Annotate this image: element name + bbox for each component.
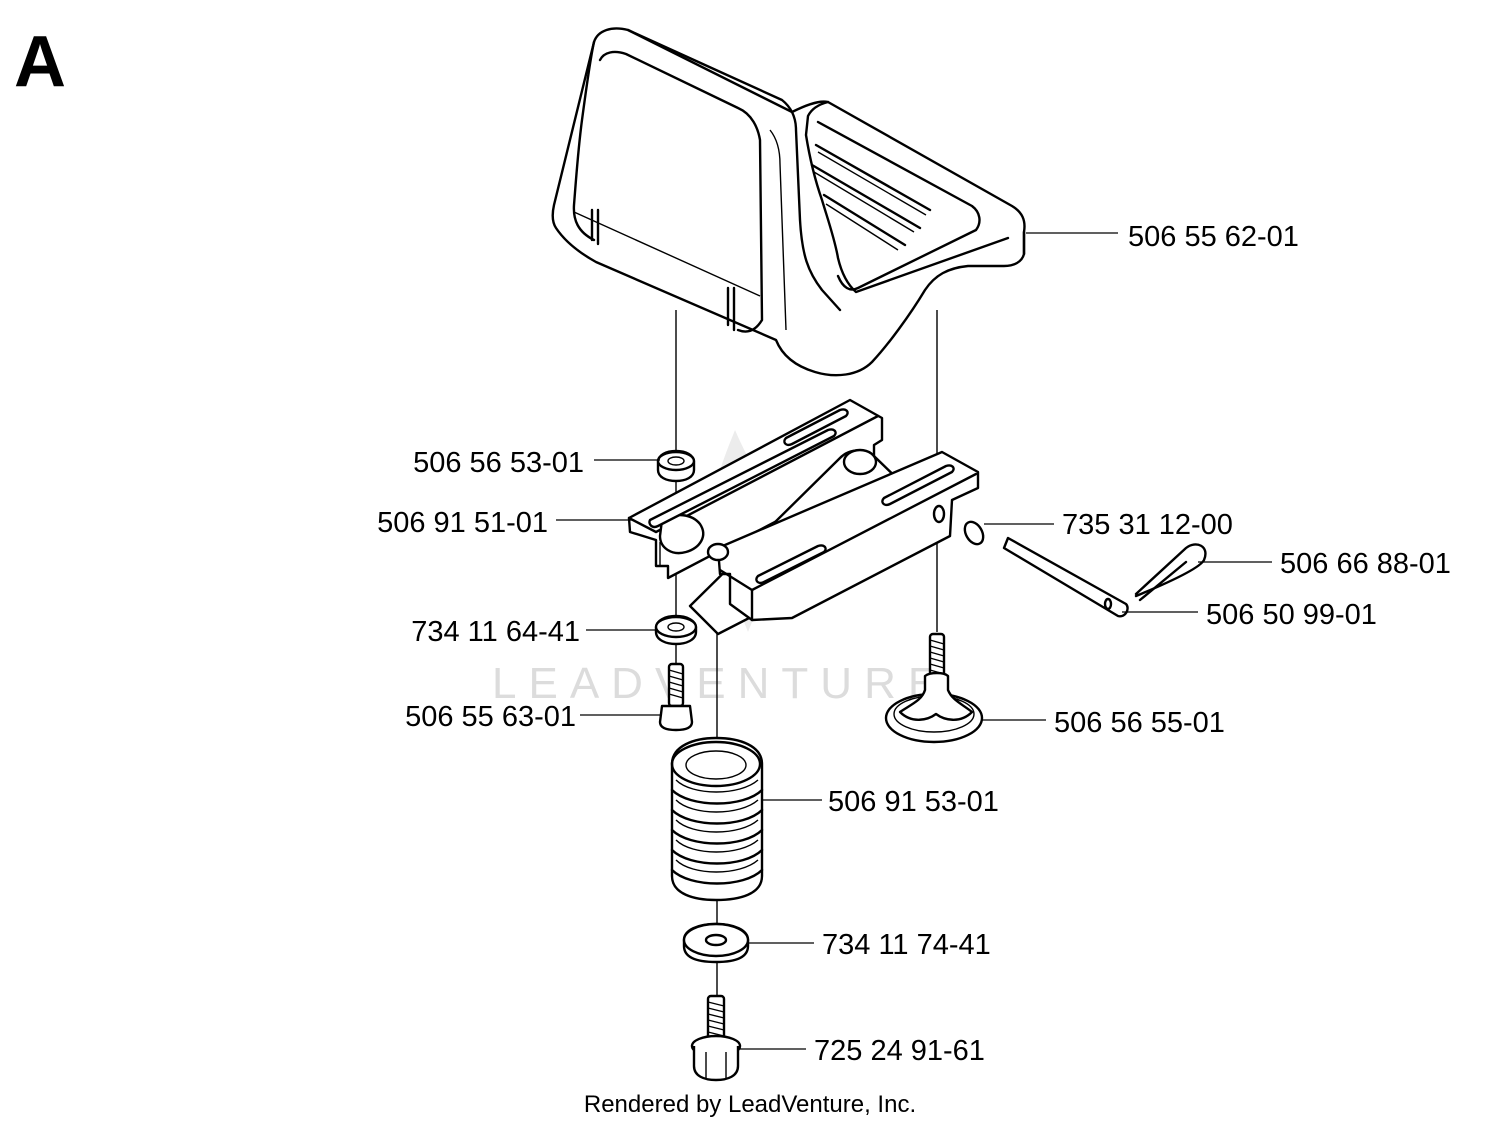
flange-bolt-drawing — [690, 994, 742, 1082]
e-clip-drawing — [963, 520, 985, 546]
hair-pin-drawing — [1134, 543, 1207, 602]
part-label-middle-washer[interactable]: 734 11 64-41 — [411, 616, 580, 648]
short-bolt-drawing — [658, 662, 694, 732]
part-label-bracket[interactable]: 506 91 51-01 — [377, 507, 548, 539]
part-label-hair-pin[interactable]: 506 66 88-01 — [1280, 548, 1451, 580]
middle-washer-drawing — [654, 614, 698, 646]
part-label-pivot-pin[interactable]: 506 50 99-01 — [1206, 599, 1377, 631]
pivot-pin-drawing — [1002, 536, 1129, 618]
footer-credit: Rendered by LeadVenture, Inc. — [584, 1091, 916, 1118]
top-washer-drawing — [656, 449, 696, 483]
knob-drawing — [884, 632, 984, 744]
part-label-bottom-washer[interactable]: 734 11 74-41 — [822, 929, 991, 961]
part-label-e-clip[interactable]: 735 31 12-00 — [1062, 509, 1233, 541]
part-label-seat[interactable]: 506 55 62-01 — [1128, 221, 1299, 253]
part-label-flange-bolt[interactable]: 725 24 91-61 — [814, 1035, 985, 1067]
part-label-knob[interactable]: 506 56 55-01 — [1054, 707, 1225, 739]
bottom-washer-drawing — [682, 922, 750, 964]
leader-lines — [556, 232, 1272, 1050]
section-letter: A — [14, 22, 66, 102]
part-label-top-washer[interactable]: 506 56 53-01 — [413, 447, 584, 479]
part-label-short-bolt[interactable]: 506 55 63-01 — [405, 701, 576, 733]
part-labels: 506 55 62-01 506 56 53-01 506 91 51-01 7… — [377, 221, 1451, 1067]
bracket-drawing — [627, 398, 980, 636]
seat-drawing — [551, 27, 1026, 377]
spring-drawing — [670, 736, 764, 902]
part-label-spring[interactable]: 506 91 53-01 — [828, 786, 999, 818]
watermark-text: LEADVENTURE — [492, 659, 949, 708]
